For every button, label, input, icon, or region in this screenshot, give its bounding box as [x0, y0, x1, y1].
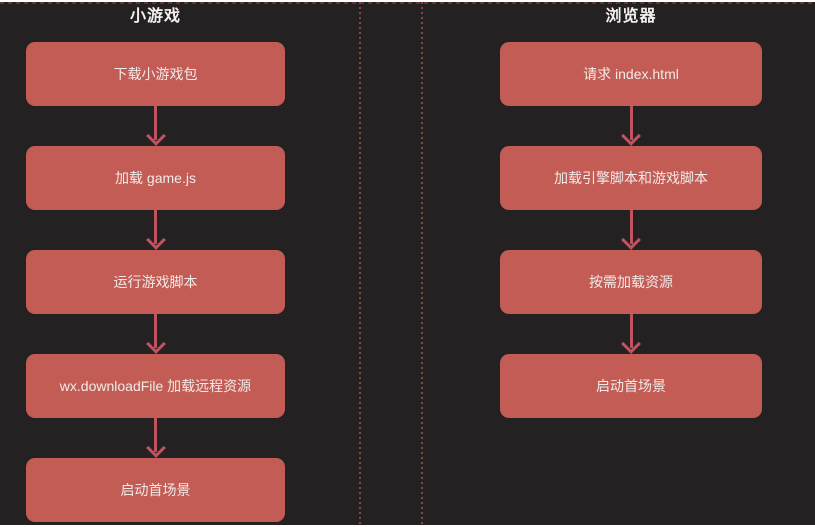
flow-arrow	[26, 314, 285, 354]
flow-arrow	[26, 418, 285, 458]
flow-arrow	[500, 314, 762, 354]
flow-node-download-remote-resources: wx.downloadFile 加载远程资源	[26, 354, 285, 418]
arrow-down-icon	[621, 334, 641, 354]
flow-arrow	[500, 210, 762, 250]
flow-node-launch-first-scene: 启动首场景	[26, 458, 285, 522]
flow-node-load-resources-on-demand: 按需加载资源	[500, 250, 762, 314]
arrow-down-icon	[145, 438, 166, 458]
flow-node-download-package: 下载小游戏包	[26, 42, 285, 106]
arrow-down-icon	[145, 126, 166, 146]
arrow-line	[154, 314, 157, 348]
column-title-mini-game: 小游戏	[129, 8, 181, 25]
arrow-line	[629, 210, 633, 244]
flow-node-run-script: 运行游戏脚本	[26, 250, 285, 314]
flow-arrow	[26, 106, 285, 146]
flow-node-launch-first-scene: 启动首场景	[500, 354, 762, 418]
arrow-line	[629, 106, 633, 140]
browser-column: 浏览器 请求 index.html 加载引擎脚本和游戏脚本 按需加载资源 启动首…	[500, 2, 762, 418]
arrow-down-icon	[621, 230, 641, 250]
top-dashed-border	[0, 2, 815, 4]
flow-node-load-gamejs: 加载 game.js	[26, 146, 285, 210]
arrow-line	[154, 210, 157, 244]
column-divider-left	[359, 2, 361, 525]
arrow-line	[154, 418, 157, 452]
column-title-browser: 浏览器	[605, 8, 657, 25]
column-divider-right	[421, 2, 423, 525]
arrow-line	[629, 314, 633, 348]
flow-node-load-engine-and-game-scripts: 加载引擎脚本和游戏脚本	[500, 146, 762, 210]
arrow-down-icon	[621, 126, 641, 146]
arrow-line	[154, 106, 157, 140]
flow-arrow	[500, 106, 762, 146]
mini-game-column: 小游戏 下载小游戏包 加载 game.js 运行游戏脚本 wx.download…	[26, 2, 285, 522]
arrow-down-icon	[145, 230, 166, 250]
flow-arrow	[26, 210, 285, 250]
arrow-down-icon	[145, 334, 166, 354]
flow-node-request-index: 请求 index.html	[500, 42, 762, 106]
